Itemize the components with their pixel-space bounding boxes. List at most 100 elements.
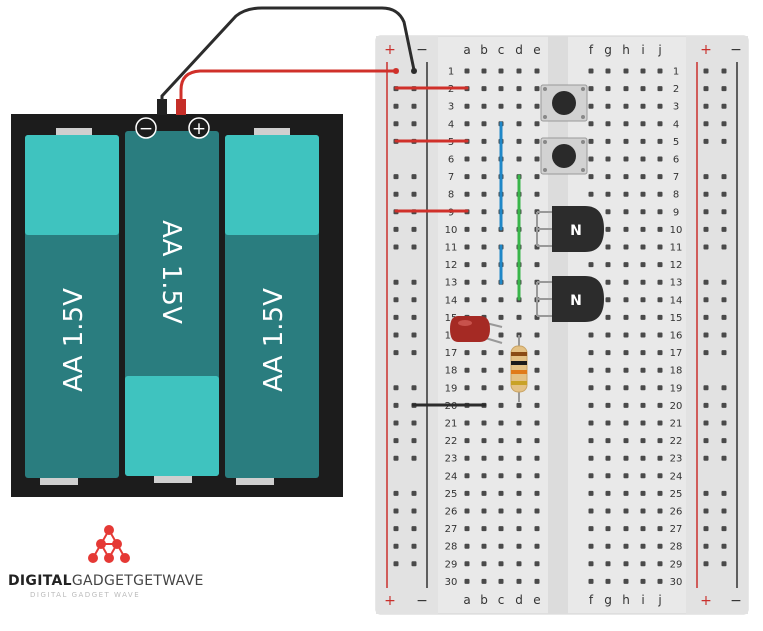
breadboard-hole[interactable] — [481, 86, 487, 92]
push-button-1-cap[interactable] — [552, 91, 576, 115]
breadboard-hole[interactable] — [657, 367, 663, 373]
breadboard-hole[interactable] — [498, 490, 504, 496]
breadboard-hole[interactable] — [464, 262, 470, 268]
breadboard-hole[interactable] — [464, 350, 470, 356]
breadboard-hole[interactable] — [640, 473, 646, 479]
red-battery-wire[interactable] — [179, 69, 396, 100]
breadboard-hole[interactable] — [464, 367, 470, 373]
breadboard-hole[interactable] — [605, 526, 611, 532]
rail-hole[interactable] — [393, 191, 399, 197]
breadboard-hole[interactable] — [640, 209, 646, 215]
rail-hole[interactable] — [721, 121, 727, 127]
breadboard-hole[interactable] — [481, 103, 487, 109]
breadboard-hole[interactable] — [657, 526, 663, 532]
rail-hole[interactable] — [393, 332, 399, 338]
breadboard-hole[interactable] — [657, 103, 663, 109]
breadboard-hole[interactable] — [464, 561, 470, 567]
breadboard-hole[interactable] — [657, 138, 663, 144]
breadboard-hole[interactable] — [623, 138, 629, 144]
breadboard-hole[interactable] — [516, 526, 522, 532]
rail-hole[interactable] — [703, 68, 709, 74]
rail-hole[interactable] — [721, 561, 727, 567]
breadboard-hole[interactable] — [588, 561, 594, 567]
breadboard-hole[interactable] — [640, 332, 646, 338]
resistor[interactable] — [510, 335, 528, 402]
breadboard-hole[interactable] — [623, 86, 629, 92]
breadboard-hole[interactable] — [588, 103, 594, 109]
rail-hole[interactable] — [411, 297, 417, 303]
breadboard-hole[interactable] — [464, 174, 470, 180]
breadboard-hole[interactable] — [481, 420, 487, 426]
breadboard-hole[interactable] — [640, 138, 646, 144]
breadboard-hole[interactable] — [623, 367, 629, 373]
breadboard-hole[interactable] — [640, 297, 646, 303]
breadboard-hole[interactable] — [640, 103, 646, 109]
rail-hole[interactable] — [703, 244, 709, 250]
breadboard-hole[interactable] — [588, 438, 594, 444]
breadboard-hole[interactable] — [588, 508, 594, 514]
breadboard-hole[interactable] — [498, 438, 504, 444]
breadboard-hole[interactable] — [534, 191, 540, 197]
breadboard-hole[interactable] — [588, 526, 594, 532]
breadboard-hole[interactable] — [516, 138, 522, 144]
breadboard-hole[interactable] — [464, 156, 470, 162]
breadboard-hole[interactable] — [640, 262, 646, 268]
breadboard-hole[interactable] — [481, 526, 487, 532]
rail-hole[interactable] — [411, 103, 417, 109]
breadboard-hole[interactable] — [657, 473, 663, 479]
breadboard-hole[interactable] — [605, 226, 611, 232]
breadboard-hole[interactable] — [657, 508, 663, 514]
breadboard-hole[interactable] — [605, 209, 611, 215]
rail-hole[interactable] — [703, 420, 709, 426]
rail-hole[interactable] — [393, 490, 399, 496]
breadboard-hole[interactable] — [481, 156, 487, 162]
breadboard-hole[interactable] — [640, 174, 646, 180]
breadboard-hole[interactable] — [605, 367, 611, 373]
rail-hole[interactable] — [721, 103, 727, 109]
breadboard-hole[interactable] — [640, 226, 646, 232]
rail-hole[interactable] — [721, 279, 727, 285]
breadboard-hole[interactable] — [623, 385, 629, 391]
breadboard-hole[interactable] — [481, 138, 487, 144]
breadboard-hole[interactable] — [605, 174, 611, 180]
rail-hole[interactable] — [411, 438, 417, 444]
breadboard-hole[interactable] — [516, 68, 522, 74]
breadboard-hole[interactable] — [605, 561, 611, 567]
breadboard-hole[interactable] — [640, 314, 646, 320]
breadboard-hole[interactable] — [623, 121, 629, 127]
breadboard-hole[interactable] — [516, 473, 522, 479]
breadboard-hole[interactable] — [640, 385, 646, 391]
rail-hole[interactable] — [703, 138, 709, 144]
breadboard-hole[interactable] — [623, 455, 629, 461]
breadboard-hole[interactable] — [640, 156, 646, 162]
breadboard-hole[interactable] — [516, 490, 522, 496]
rail-hole[interactable] — [721, 332, 727, 338]
breadboard-hole[interactable] — [464, 385, 470, 391]
rail-hole[interactable] — [703, 297, 709, 303]
breadboard-hole[interactable] — [534, 262, 540, 268]
breadboard-hole[interactable] — [516, 314, 522, 320]
rail-hole[interactable] — [721, 68, 727, 74]
rail-hole[interactable] — [703, 279, 709, 285]
rail-hole[interactable] — [703, 402, 709, 408]
rail-hole[interactable] — [721, 385, 727, 391]
breadboard-hole[interactable] — [640, 543, 646, 549]
breadboard-hole[interactable] — [623, 402, 629, 408]
rail-hole[interactable] — [411, 121, 417, 127]
breadboard-hole[interactable] — [464, 438, 470, 444]
breadboard-hole[interactable] — [481, 438, 487, 444]
breadboard-hole[interactable] — [640, 490, 646, 496]
rail-hole[interactable] — [703, 350, 709, 356]
breadboard-hole[interactable] — [498, 86, 504, 92]
rail-hole[interactable] — [411, 561, 417, 567]
breadboard-hole[interactable] — [464, 226, 470, 232]
breadboard-hole[interactable] — [464, 191, 470, 197]
breadboard-hole[interactable] — [534, 420, 540, 426]
breadboard-hole[interactable] — [657, 543, 663, 549]
breadboard-hole[interactable] — [498, 402, 504, 408]
breadboard-hole[interactable] — [588, 68, 594, 74]
breadboard-hole[interactable] — [481, 367, 487, 373]
push-button-1[interactable] — [540, 84, 588, 122]
breadboard-hole[interactable] — [481, 68, 487, 74]
breadboard-hole[interactable] — [605, 121, 611, 127]
